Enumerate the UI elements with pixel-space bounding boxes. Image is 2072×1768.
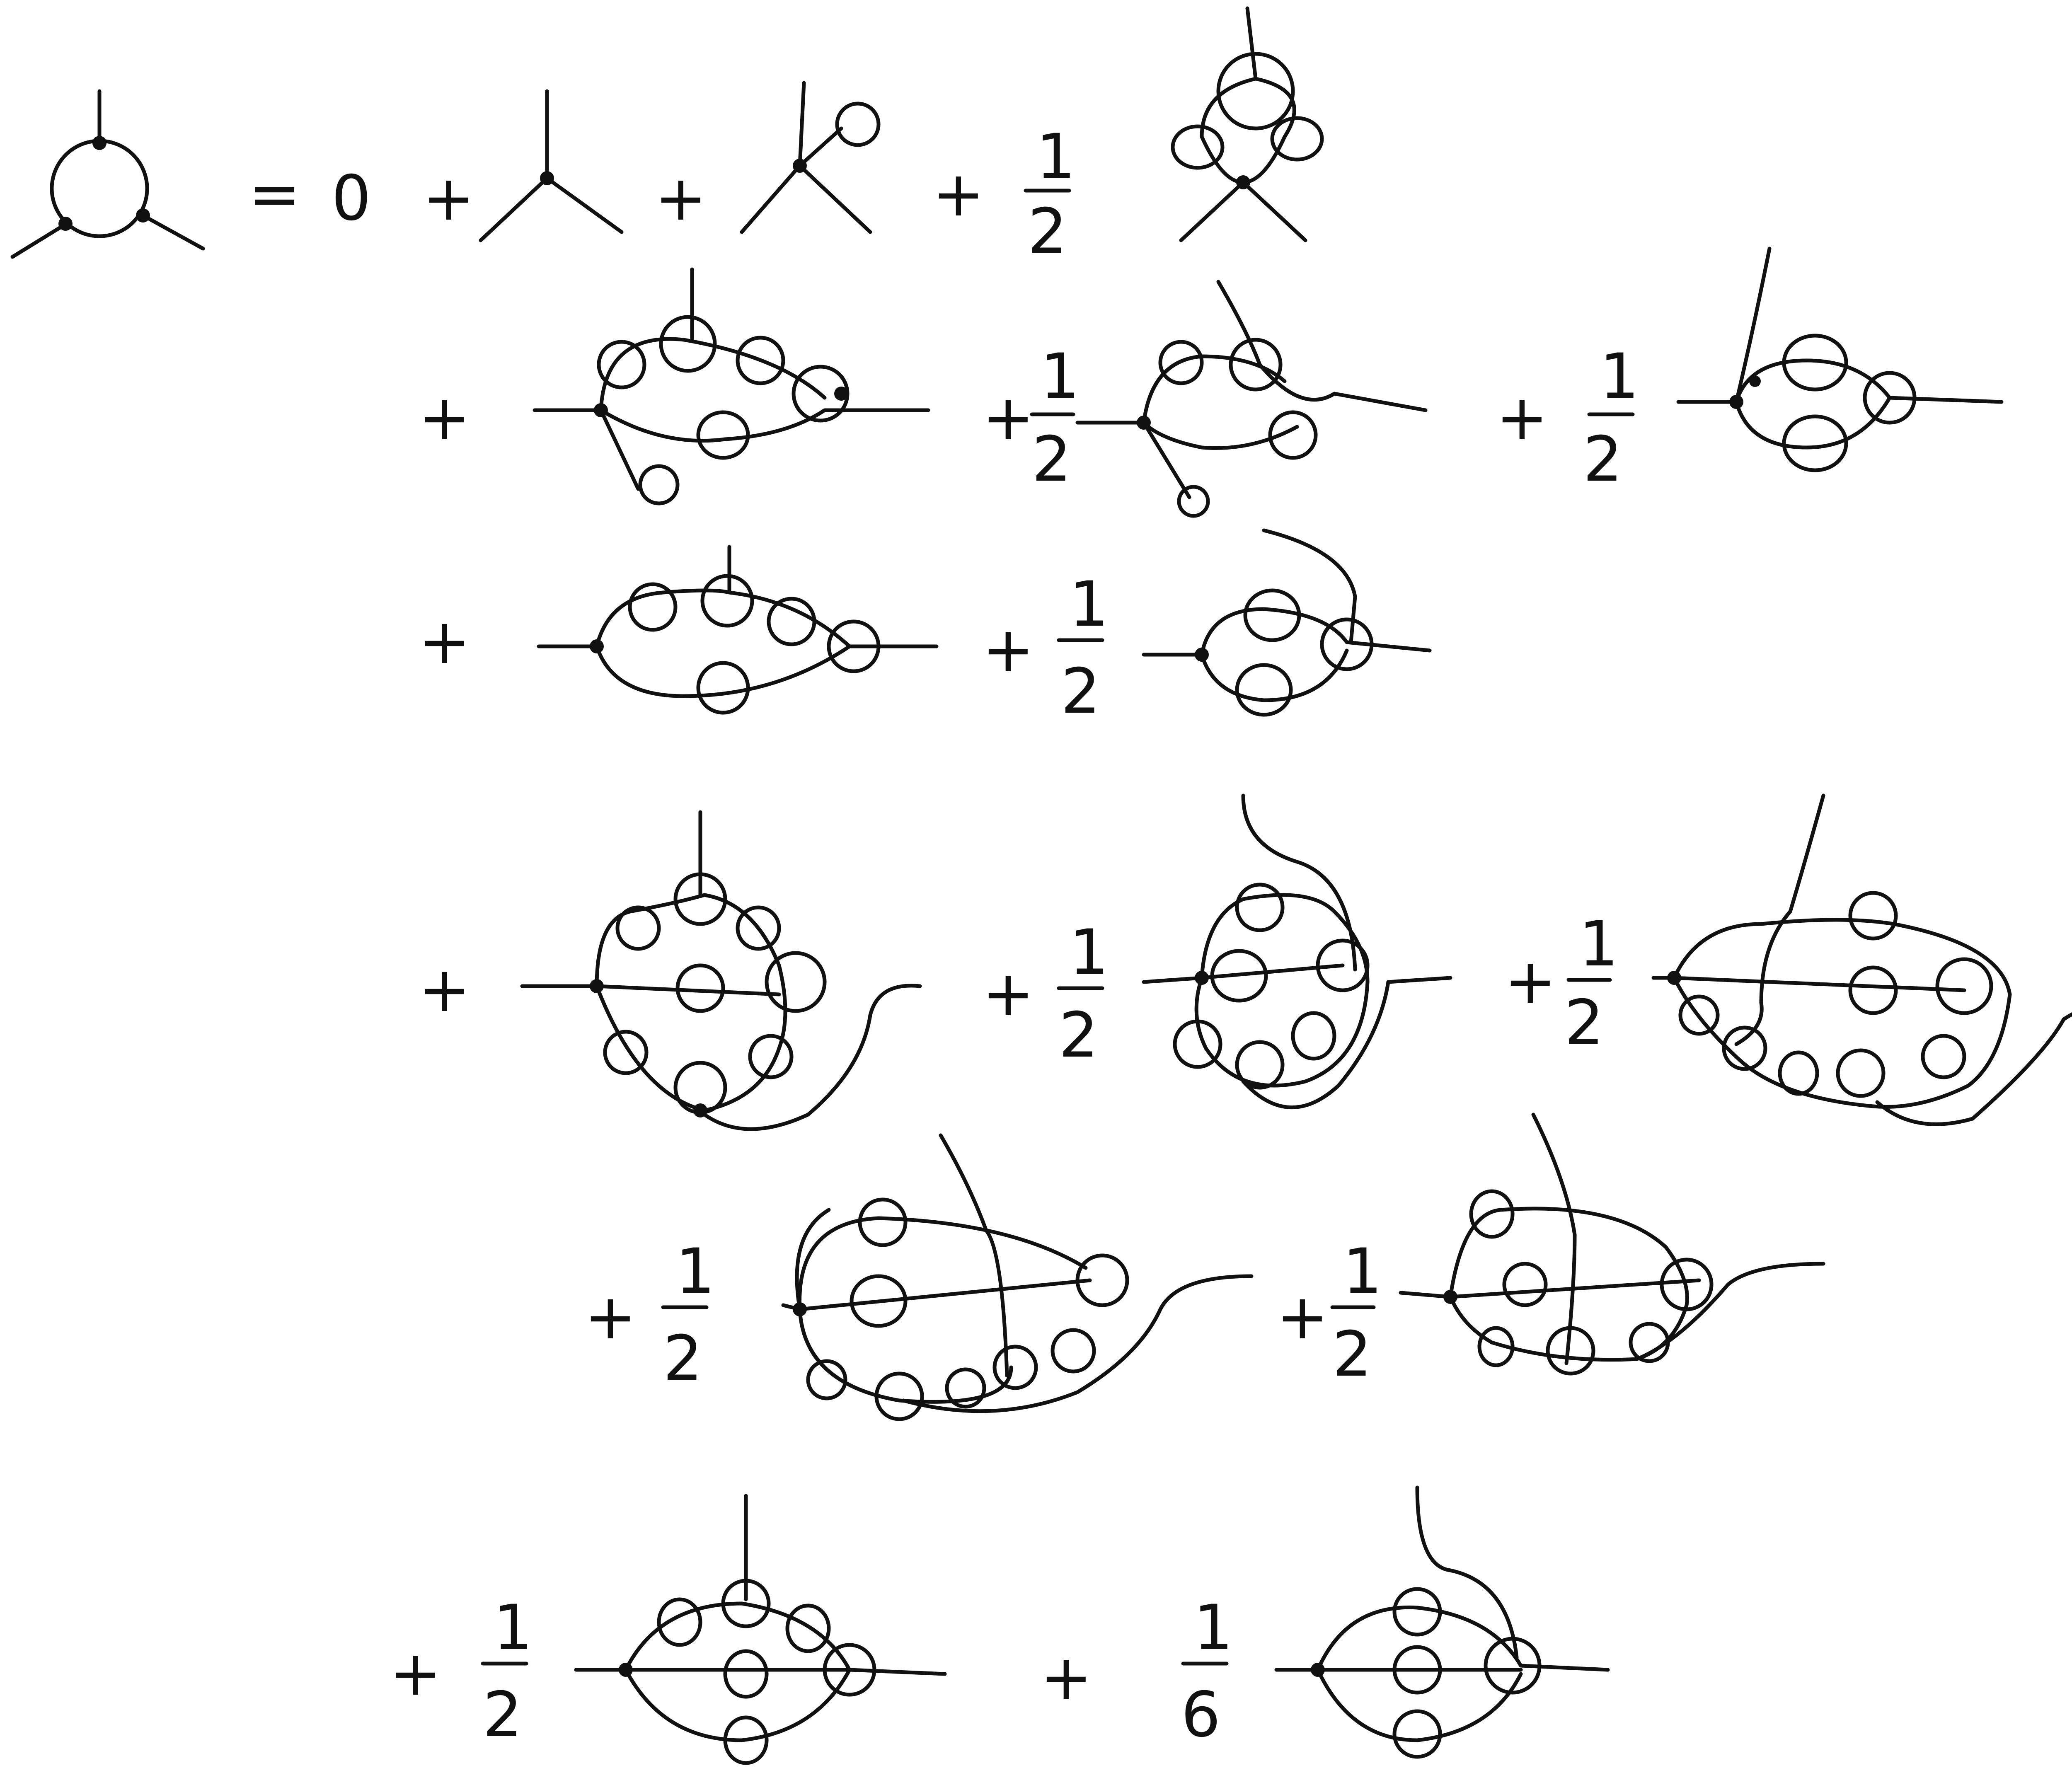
svg-text:1: 1: [1036, 121, 1075, 193]
crosshatched-vertex-blob: [1838, 1050, 1883, 1096]
striped-propagator-blob: [1471, 1191, 1513, 1237]
striped-propagator-blob: [640, 466, 678, 503]
fraction-half: + 1 2: [1276, 1236, 1382, 1391]
striped-propagator-blob: [630, 584, 675, 630]
striped-propagator-blob: [1237, 665, 1291, 715]
loop-diagram-13: [1276, 1487, 1608, 1757]
svg-text:+: +: [1276, 1281, 1329, 1353]
fraction-half: + 1 2: [982, 341, 1080, 496]
svg-text:+: +: [982, 614, 1034, 686]
loop-diagram-1: [1173, 8, 1322, 240]
svg-text:1: 1: [1343, 1236, 1382, 1308]
loop-diagram-5: [539, 547, 937, 713]
svg-text:1: 1: [493, 1592, 533, 1664]
striped-propagator-blob: [725, 1651, 767, 1697]
svg-text:1: 1: [1040, 341, 1080, 413]
striped-propagator-blob: [1272, 118, 1322, 160]
striped-propagator-blob: [860, 1200, 905, 1245]
loop-diagram-4: [1678, 249, 2002, 470]
striped-propagator-blob: [769, 599, 814, 644]
striped-propagator-blob: [1850, 893, 1896, 938]
striped-propagator-blob: [1780, 1052, 1817, 1094]
plus-sign: +: [419, 382, 471, 454]
fraction-half: + 1 2: [584, 1236, 715, 1395]
svg-text:2: 2: [663, 1323, 702, 1395]
striped-propagator-blob: [1237, 885, 1283, 930]
svg-text:1: 1: [1600, 341, 1639, 413]
loop-diagram-7: [522, 812, 920, 1129]
crosshatched-vertex-blob: [702, 576, 752, 626]
striped-propagator-blob: [1923, 1036, 1964, 1077]
fraction-half: + 1 2: [1504, 908, 1618, 1059]
svg-text:2: 2: [1028, 196, 1067, 268]
vertex-with-tadpole: [742, 83, 879, 232]
plus-sign: +: [423, 162, 475, 235]
striped-propagator-blob: [1504, 1264, 1546, 1305]
svg-text:+: +: [1504, 946, 1556, 1018]
svg-text:1: 1: [675, 1236, 715, 1308]
svg-text:+: +: [1040, 1642, 1092, 1714]
svg-text:2: 2: [1059, 999, 1098, 1071]
svg-text:2: 2: [1332, 1318, 1372, 1391]
svg-text:2: 2: [1061, 655, 1100, 728]
loop-diagram-10: [783, 1135, 1251, 1419]
svg-text:+: +: [982, 382, 1034, 454]
striped-propagator-blob: [1245, 590, 1299, 640]
fraction-half: + 1 2: [982, 568, 1109, 728]
loop-diagram-2: [535, 269, 928, 503]
svg-text:2: 2: [1583, 423, 1622, 496]
striped-propagator-blob: [750, 1036, 792, 1077]
loop-diagram-3: [1077, 282, 1426, 516]
striped-propagator-blob: [837, 104, 879, 145]
bare-three-vertex: [481, 91, 622, 240]
svg-text:1: 1: [1069, 568, 1109, 641]
lhs-full-vertex: [12, 91, 203, 257]
crosshatched-vertex-blob: [995, 1347, 1036, 1388]
svg-text:+: +: [1496, 382, 1548, 454]
svg-text:2: 2: [1032, 423, 1071, 496]
svg-text:6: 6: [1181, 1679, 1220, 1751]
svg-text:1: 1: [1579, 908, 1618, 980]
svg-text:+: +: [584, 1281, 637, 1353]
striped-propagator-blob: [698, 412, 748, 458]
zero-term: 0: [332, 162, 371, 235]
striped-propagator-blob: [617, 907, 659, 949]
plus-sign: +: [419, 954, 471, 1026]
svg-text:+: +: [390, 1637, 442, 1710]
loop-diagram-9: [1653, 796, 2072, 1124]
plus-sign: +: [655, 162, 707, 235]
striped-propagator-blob: [1173, 126, 1222, 168]
striped-propagator-blob: [1053, 1330, 1094, 1371]
svg-text:+: +: [982, 958, 1034, 1030]
crosshatched-vertex-blob: [1937, 959, 1991, 1013]
svg-text:1: 1: [1069, 917, 1109, 989]
loop-diagram-8: [1144, 796, 1450, 1108]
svg-text:1: 1: [1193, 1592, 1233, 1664]
striped-propagator-blob: [1394, 1711, 1440, 1757]
crosshatched-vertex-blob: [767, 953, 825, 1011]
fraction-sixth: + 1 6: [1040, 1592, 1233, 1751]
fraction-half: + 1 2: [1496, 341, 1639, 496]
fraction-half: 1 2: [1026, 121, 1075, 268]
striped-propagator-blob: [605, 1032, 646, 1073]
svg-text:2: 2: [1564, 987, 1604, 1059]
plus-sign: +: [932, 158, 985, 230]
loop-diagram-6: [1144, 530, 1430, 715]
striped-propagator-blob: [599, 342, 644, 387]
striped-propagator-blob: [678, 965, 723, 1011]
striped-propagator-blob: [1293, 1013, 1334, 1059]
equals-sign: =: [249, 158, 301, 230]
fraction-half: + 1 2: [982, 917, 1109, 1071]
loop-diagram-11: [1401, 1115, 1823, 1374]
striped-propagator-blob: [1179, 487, 1208, 516]
fraction-half: + 1 2: [390, 1592, 533, 1751]
crosshatched-vertex-blob: [1237, 1042, 1283, 1088]
loop-diagram-12: [576, 1496, 945, 1763]
striped-propagator-blob: [1850, 967, 1896, 1013]
striped-propagator-blob: [698, 663, 748, 713]
plus-sign: +: [419, 606, 471, 678]
svg-text:2: 2: [483, 1679, 522, 1751]
